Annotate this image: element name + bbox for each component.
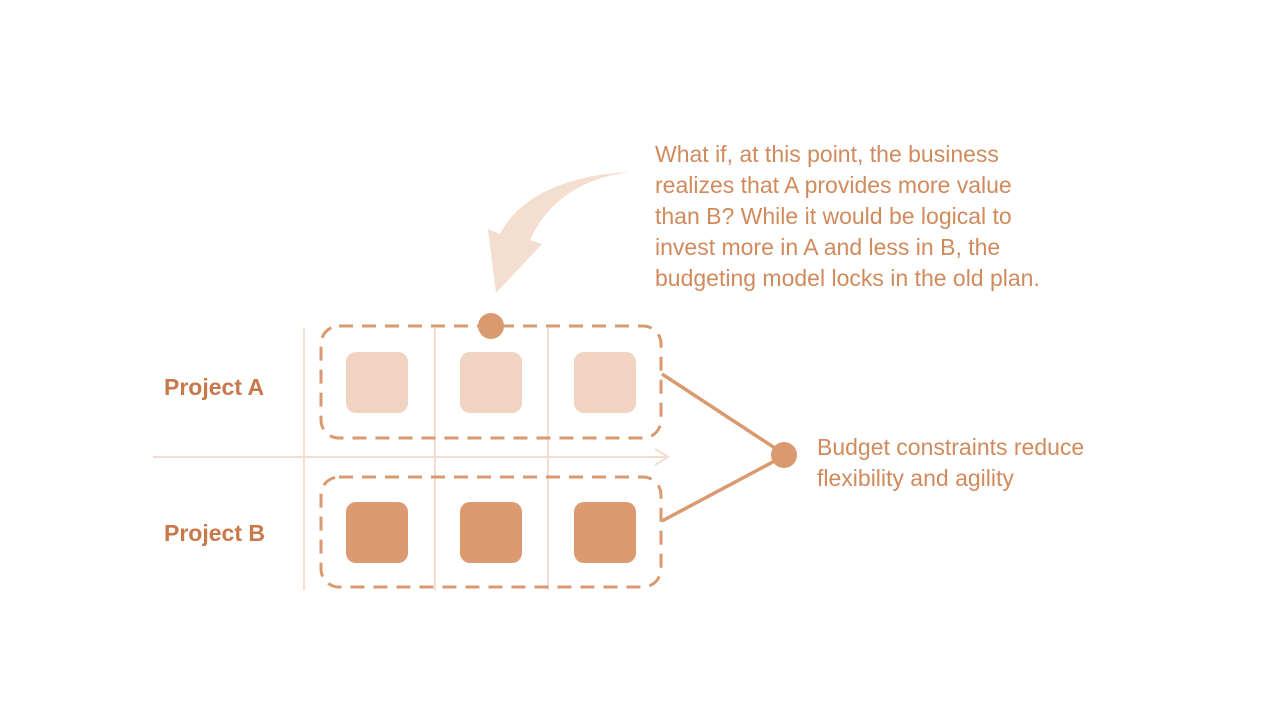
curved-arrow-icon — [488, 172, 633, 293]
constraint-node-dot — [771, 442, 797, 468]
arrow-right-icon — [654, 448, 670, 466]
project-b-block — [460, 502, 522, 563]
callout-line: realizes that A provides more value — [655, 172, 1012, 198]
decision-callout: What if, at this point, the business rea… — [655, 139, 1255, 294]
decision-point-dot — [478, 313, 504, 339]
constraint-callout: Budget constraints reduce flexibility an… — [817, 432, 1257, 494]
callout-line: What if, at this point, the business — [655, 141, 999, 167]
callout-line: than B? While it would be logical to — [655, 203, 1012, 229]
project-a-block — [574, 352, 636, 413]
callout-line: invest more in A and less in B, the — [655, 234, 1001, 260]
project-a-block — [346, 352, 408, 413]
connector-line-b — [661, 454, 785, 523]
project-a-label: Project A — [164, 374, 265, 400]
connector-line-a — [661, 372, 785, 456]
callout-line: flexibility and agility — [817, 465, 1014, 491]
project-b-group — [319, 475, 663, 589]
project-b-block — [346, 502, 408, 563]
project-b-label: Project B — [164, 520, 265, 546]
project-b-block — [574, 502, 636, 563]
project-a-block — [460, 352, 522, 413]
callout-line: Budget constraints reduce — [817, 434, 1085, 460]
callout-line: budgeting model locks in the old plan. — [655, 265, 1040, 291]
